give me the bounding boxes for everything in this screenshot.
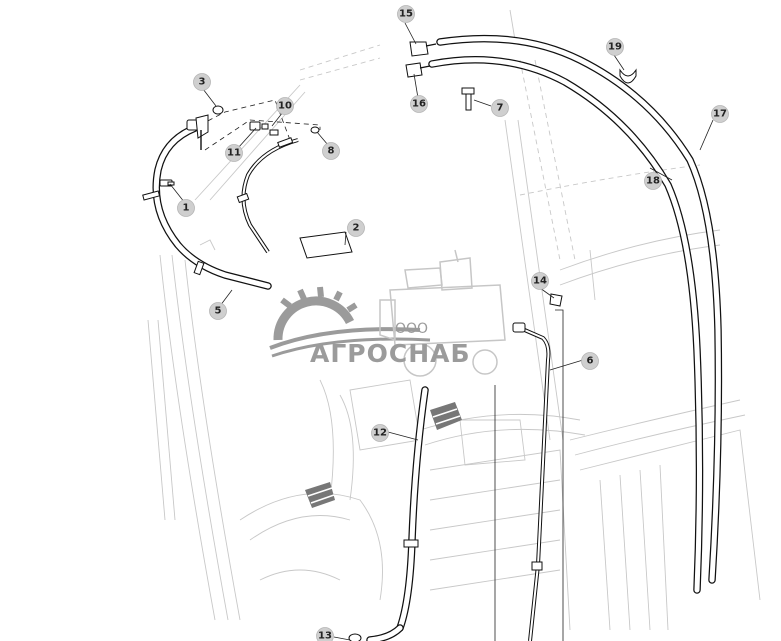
svg-text:8: 8: [328, 146, 335, 157]
hose-5: [142, 114, 272, 290]
hose-18: [428, 56, 704, 594]
callout-7: 7: [491, 99, 509, 117]
svg-text:18: 18: [646, 176, 660, 187]
callout-3: 3: [193, 73, 211, 91]
callout-5: 5: [209, 302, 227, 320]
part-14-clamp: [549, 293, 563, 307]
svg-text:1: 1: [183, 203, 190, 214]
part-3-clamp: [200, 105, 224, 150]
harvester-icon: [379, 249, 506, 377]
assembly-dash-line-2: [199, 99, 291, 141]
svg-text:5: 5: [215, 306, 222, 317]
svg-text:2: 2: [353, 223, 360, 234]
svg-text:7: 7: [497, 103, 504, 114]
callout-8: 8: [322, 142, 340, 160]
leader-14-right: [555, 309, 564, 641]
callout-10: 10: [276, 97, 294, 115]
svg-text:15: 15: [399, 9, 413, 20]
callout-17: 17: [711, 105, 729, 123]
svg-text:19: 19: [608, 42, 622, 53]
watermark-brand: АГРОСНАБ: [310, 339, 471, 368]
callout-12: 12: [371, 424, 389, 442]
hose-17: [436, 34, 723, 584]
part-1-bolt: [159, 179, 175, 187]
tube-6: [512, 322, 551, 641]
callout-15: 15: [397, 5, 415, 23]
assembly-dash-line-1: [204, 119, 321, 151]
svg-text:14: 14: [533, 276, 547, 287]
hose-12: [348, 386, 429, 641]
callout-13: 13: [316, 627, 334, 641]
part-19-clip: [619, 68, 637, 84]
svg-text:6: 6: [587, 356, 594, 367]
part-8-nut: [310, 126, 320, 134]
callout-18: 18: [644, 172, 662, 190]
callout-2: 2: [347, 219, 365, 237]
watermark-logo: ООО АГРОСНАБ: [269, 249, 506, 377]
callout-1: 1: [177, 199, 195, 217]
leader-lines: [169, 22, 714, 641]
svg-text:12: 12: [373, 428, 387, 439]
cab-outline-ghost: [147, 9, 761, 631]
svg-text:16: 16: [412, 99, 426, 110]
gear-icon: [273, 286, 358, 341]
part-7-stud: [461, 87, 475, 111]
svg-text:11: 11: [227, 148, 241, 159]
svg-text:17: 17: [713, 109, 727, 120]
callout-14: 14: [531, 272, 549, 290]
part-10-11-fitting: [249, 121, 279, 136]
watermark-prefix: ООО: [395, 321, 428, 337]
callout-19: 19: [606, 38, 624, 56]
part-16-fitting: [405, 62, 431, 78]
seat-hatch-marks: [305, 402, 462, 508]
svg-text:13: 13: [318, 631, 332, 641]
callout-16: 16: [410, 95, 428, 113]
callout-11: 11: [225, 144, 243, 162]
svg-text:3: 3: [199, 77, 206, 88]
callout-6: 6: [581, 352, 599, 370]
part-2-plate: [299, 231, 353, 259]
part-15-clamp: [409, 41, 437, 57]
svg-text:10: 10: [278, 101, 292, 112]
cable-washer-line: [236, 137, 299, 254]
